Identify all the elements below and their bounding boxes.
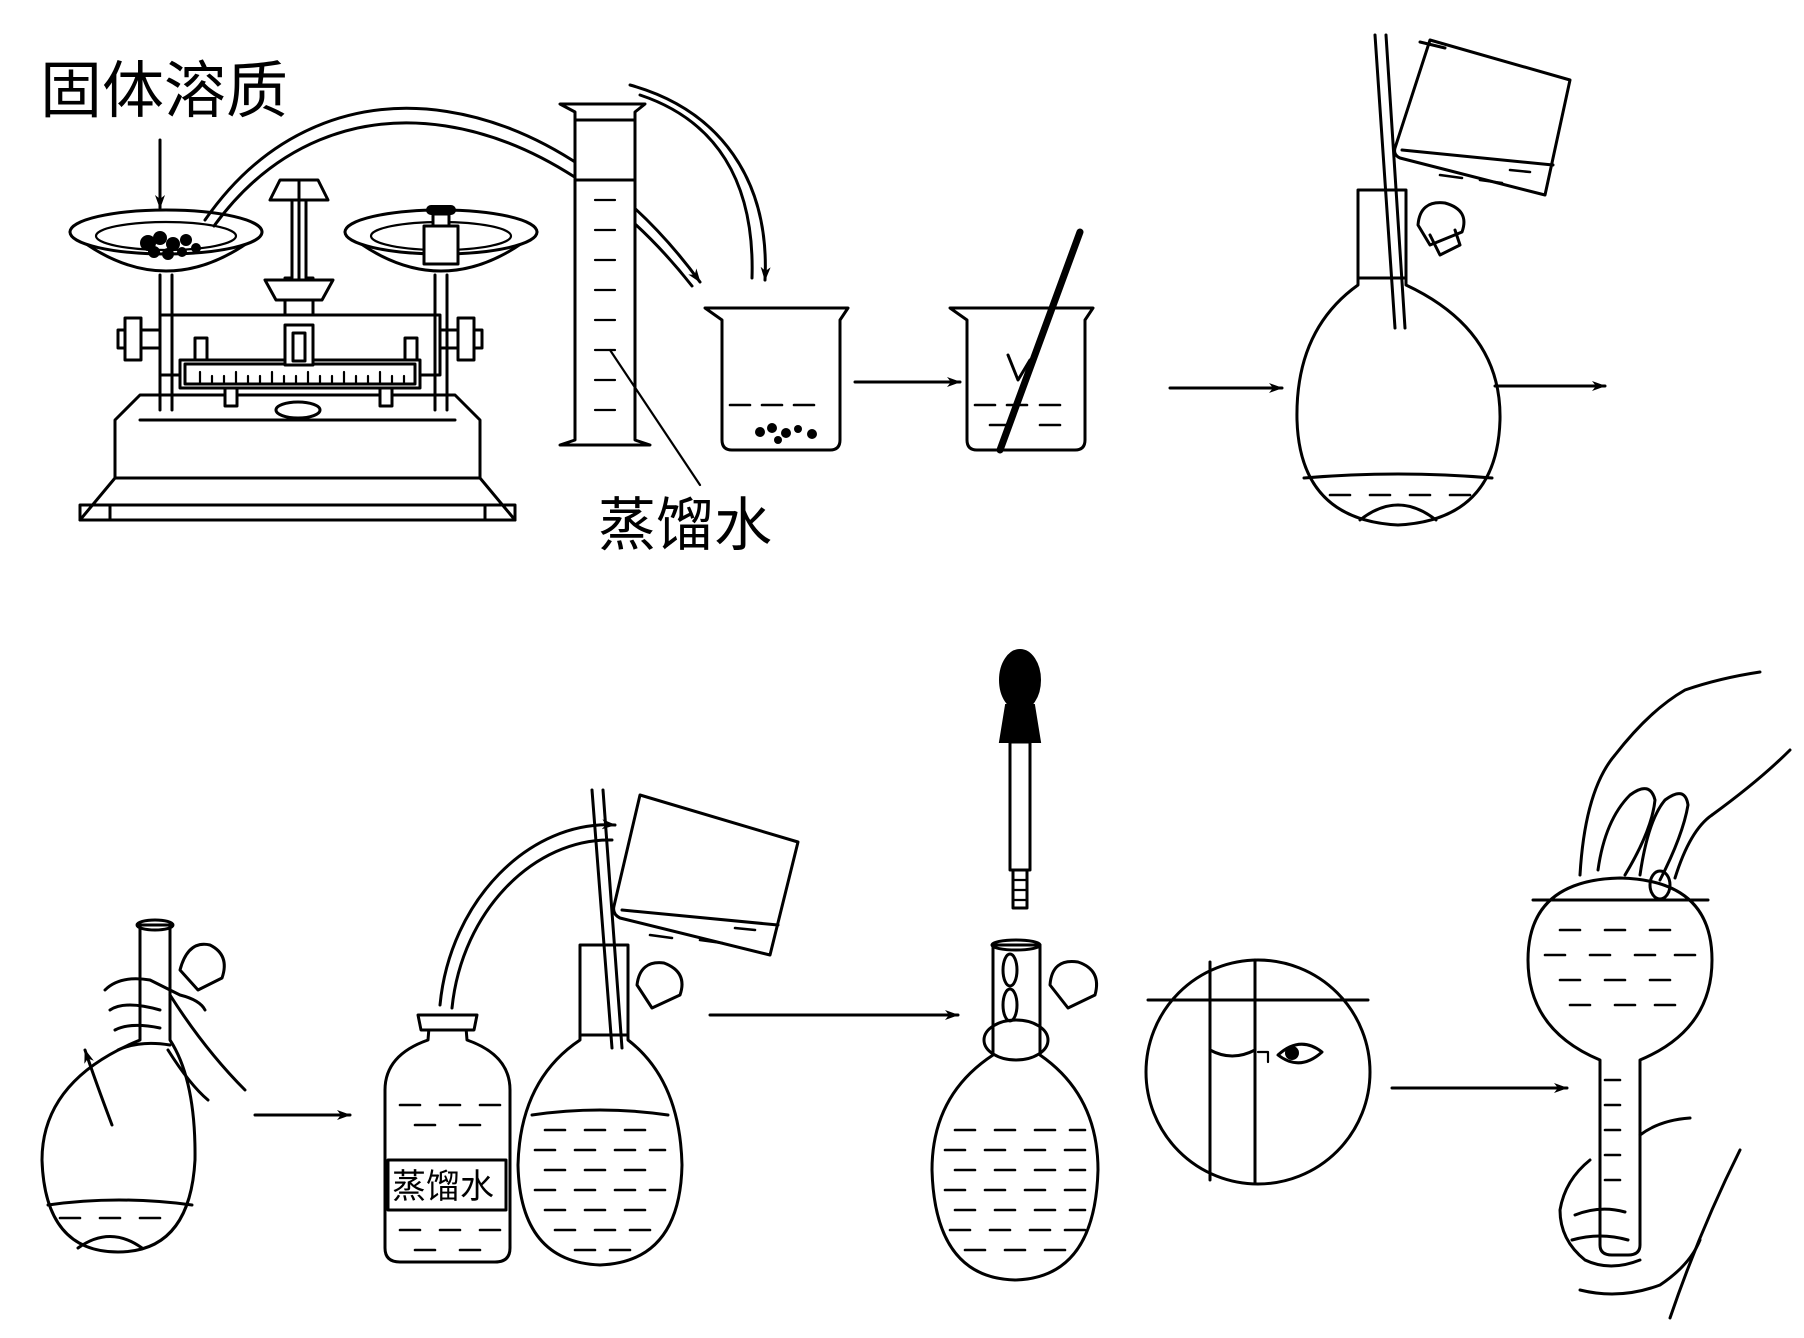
bottle-label-text: 蒸馏水 [392,1167,494,1207]
solid-solute-label: 固体溶质 [40,54,288,127]
glass-rod-drainage [1373,33,1397,330]
weight-icon [422,205,460,266]
cylinder-graduations [593,198,617,412]
tray-balance [68,178,539,522]
meniscus-magnifier [1144,958,1372,1186]
bottle-to-beaker-arrow [438,819,617,1007]
inverted-flask-shaking [1526,876,1714,1257]
solid-solute-pile [140,231,201,260]
swirling-flask [40,918,226,1254]
volumetric-flask-transfer [1295,188,1502,527]
tilted-pouring-beaker [1393,38,1572,197]
eye-icon [1276,1042,1324,1065]
flask-stopper-icon [1416,201,1466,257]
distilled-water-bottle: 蒸馏水 [383,1013,512,1264]
volumetric-flask-filling [516,943,684,1267]
dropper-icon [998,649,1042,910]
water-pour-arrow [628,83,771,282]
beaker-stirring [948,306,1095,452]
glass-stirring-rod [996,228,1084,454]
swirl-direction-arrow [83,1048,114,1127]
glass-rod-row2 [590,788,614,1050]
hand-top [1578,670,1792,901]
flask-liquid-lines [533,1128,667,1252]
balance-scale-ticks [198,370,406,386]
tilted-beaker-row2 [612,793,800,957]
inverted-flask-liquid [1543,928,1697,1182]
beaker-with-solute [703,306,850,452]
graduated-cylinder [558,102,652,447]
calibration-mark-circle [982,1018,1050,1062]
flask3-liquid-lines [943,1128,1087,1252]
volumetric-flask-full [930,938,1100,1282]
distilled-water-label: 蒸馏水 [598,491,772,559]
hand-bottom [1558,1116,1742,1320]
hand-holding-flask [103,977,247,1102]
